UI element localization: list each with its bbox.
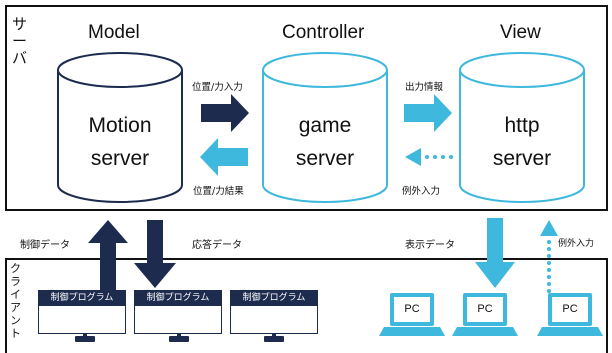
display-data-label: 表示データ: [405, 240, 455, 251]
exception-input-top-label: 例外入力: [402, 186, 441, 197]
pc-label: PC: [404, 303, 420, 315]
model-title: Model: [88, 22, 140, 43]
pc-laptop-icon: [379, 293, 445, 336]
pc-laptop-icon: [452, 293, 518, 336]
exception-input-dotted-arrow: [405, 148, 453, 166]
control-program-box: 制御プログラム: [134, 290, 222, 334]
control-program-label: 制御プログラム: [39, 291, 125, 306]
http-server-cylinder: [459, 52, 585, 203]
control-data-arrow: [88, 220, 128, 292]
pos-force-result-label: 位置/力結果: [193, 186, 244, 197]
output-info-arrow: [404, 94, 452, 132]
control-program-label: 制御プログラム: [135, 291, 221, 306]
exception-input-bottom-label: 例外入力: [558, 239, 595, 249]
game-server-cylinder: [262, 52, 388, 203]
display-data-arrow: [475, 218, 515, 288]
response-data-label: 応答データ: [192, 240, 242, 251]
pc-laptop-icon: [537, 293, 603, 336]
output-info-label: 出力情報: [405, 82, 444, 93]
controller-title: Controller: [282, 22, 365, 43]
game-server-line2: server: [295, 147, 355, 170]
http-server-line1: http: [504, 114, 540, 137]
pos-force-result-arrow: [200, 138, 248, 176]
exception-input-bottom-dotted-arrow: [540, 220, 558, 293]
pos-force-input-label: 位置/力入力: [192, 82, 243, 93]
motion-server-line1: Motion: [88, 114, 152, 137]
response-data-arrow: [134, 220, 176, 288]
pos-force-input-arrow: [201, 94, 249, 132]
control-program-box: 制御プログラム: [230, 290, 318, 334]
http-server-line2: server: [492, 147, 552, 170]
client-label: ク ラ イ ア ン ト: [10, 262, 21, 340]
view-title: View: [500, 22, 541, 43]
motion-server-line2: server: [90, 147, 150, 170]
pc-label: PC: [477, 303, 493, 315]
game-server-line1: game: [298, 114, 352, 137]
control-program-box: 制御プログラム: [38, 290, 126, 334]
motion-server-cylinder: [57, 52, 183, 203]
control-data-label: 制御データ: [20, 240, 70, 251]
control-program-label: 制御プログラム: [231, 291, 317, 306]
pc-label: PC: [562, 303, 578, 315]
server-label: サ ー バ: [12, 15, 28, 67]
